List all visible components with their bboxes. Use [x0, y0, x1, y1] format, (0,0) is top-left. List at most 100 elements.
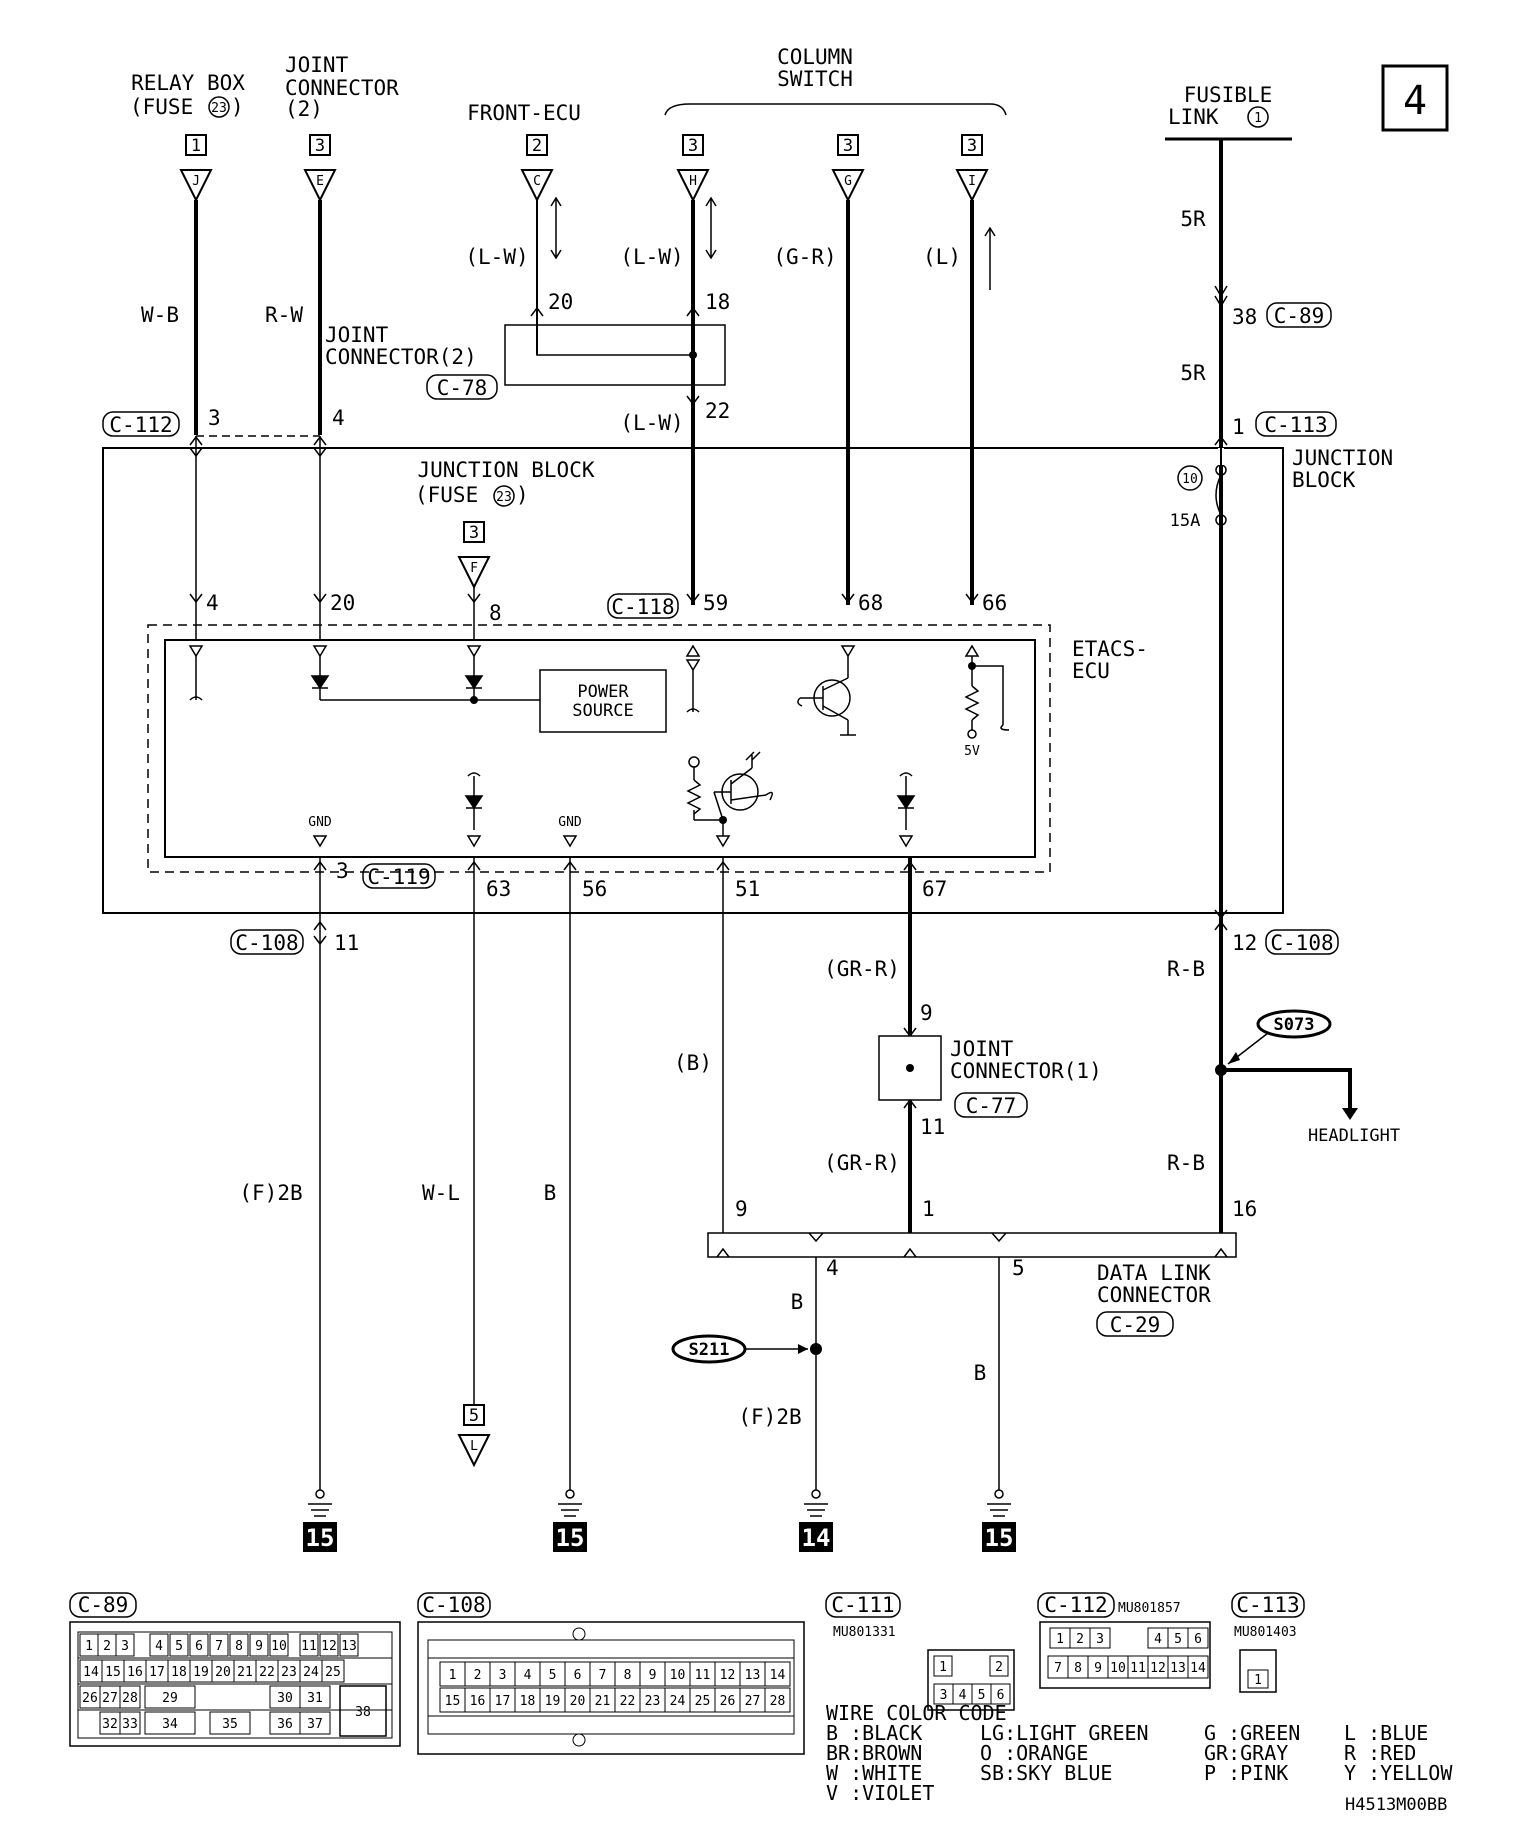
c89-pin: 33	[122, 1717, 138, 1732]
c89-pin: 24	[303, 1665, 319, 1680]
c112-pin: 13	[1170, 1661, 1186, 1676]
svg-text:5: 5	[469, 1406, 479, 1426]
c89-pin: 8	[235, 1639, 243, 1654]
c108-pin: 28	[770, 1694, 786, 1709]
wire-label-f-2b-2: (F)2B	[738, 1405, 801, 1429]
c108-pin: 10	[670, 1668, 686, 1683]
svg-text:R :RED: R :RED	[1344, 1741, 1416, 1765]
pin-56: 56	[582, 877, 607, 901]
connector-c-118: C-118	[611, 595, 674, 619]
c89-pin: 32	[102, 1717, 118, 1732]
svg-text:1: 1	[191, 136, 201, 156]
pin-16-dlc: 16	[1232, 1197, 1257, 1221]
pin-51: 51	[735, 877, 760, 901]
source-terminal-H: 3 H	[676, 134, 710, 203]
c112-pin: 4	[1154, 1632, 1162, 1647]
pin-66: 66	[982, 591, 1007, 615]
c89-pin: 19	[193, 1665, 209, 1680]
wire-label-l-w-3: (L-W)	[620, 411, 683, 435]
pin-11-joint: 11	[920, 1115, 945, 1139]
c108-pin: 2	[474, 1668, 482, 1683]
junction-block-outline	[102, 447, 1284, 914]
c112-title: C-112	[1044, 1593, 1107, 1617]
pin-20-etacs: 20	[330, 591, 355, 615]
pin-63: 63	[486, 877, 511, 901]
svg-text:J: J	[192, 174, 200, 189]
source-terminal-I: 3 I	[955, 134, 989, 203]
connector-c-108-left: C-108	[235, 931, 298, 955]
c111-pin: 6	[997, 1688, 1005, 1703]
c112-pin: 1	[1056, 1632, 1064, 1647]
source-terminal-E: 3 E	[303, 134, 337, 203]
svg-text:LG:LIGHT GREEN: LG:LIGHT GREEN	[980, 1721, 1149, 1745]
wire-label-l: (L)	[923, 245, 961, 269]
source-terminal-F: 3 F	[457, 521, 491, 590]
connector-c-108-right: C-108	[1270, 931, 1333, 955]
connector-c-119: C-119	[367, 865, 430, 889]
c112-pin: 10	[1110, 1661, 1126, 1676]
c89-pin: 25	[325, 1665, 341, 1680]
c108-pin: 24	[670, 1694, 686, 1709]
c108-pin: 11	[695, 1668, 711, 1683]
svg-text:G: G	[844, 174, 852, 189]
c111-part-number: MU801331	[833, 1625, 896, 1640]
svg-text:15: 15	[306, 1524, 335, 1552]
wire-label-gr-r-1: (GR-R)	[824, 957, 900, 981]
c89-pin: 2	[103, 1639, 111, 1654]
c108-pin: 27	[745, 1694, 761, 1709]
c108-pin: 7	[599, 1668, 607, 1683]
c112-pin: 7	[1054, 1661, 1062, 1676]
c89-pin: 20	[215, 1665, 231, 1680]
c108-pin: 8	[624, 1668, 632, 1683]
svg-text:B :BLACK: B :BLACK	[826, 1721, 922, 1745]
c89-pin: 37	[307, 1717, 323, 1732]
svg-text:38: 38	[355, 1705, 371, 1720]
connector-c-113: C-113	[1264, 413, 1327, 437]
svg-text:GR:GRAY: GR:GRAY	[1204, 1741, 1288, 1765]
svg-text:E: E	[316, 174, 324, 189]
c108-pin: 14	[770, 1668, 786, 1683]
fuse-symbol	[1215, 448, 1227, 526]
wire-color-code: WIRE COLOR CODE B :BLACK BR:BROWN W :WHI…	[826, 1701, 1453, 1805]
c89-pin: 23	[281, 1665, 297, 1680]
svg-text:3: 3	[469, 523, 479, 543]
c113-title: C-113	[1236, 1593, 1299, 1617]
headlight-label: HEADLIGHT	[1308, 1126, 1400, 1146]
c108-pin: 20	[570, 1694, 586, 1709]
c108-pin: 18	[520, 1694, 536, 1709]
etacs-ecu-label1: ETACS-	[1072, 637, 1148, 661]
c89-pin: 7	[215, 1639, 223, 1654]
svg-text:15: 15	[985, 1524, 1014, 1552]
ground-ref-15-a: 15	[303, 1522, 337, 1552]
c89-pin: 18	[171, 1665, 187, 1680]
c111-pin: 4	[959, 1688, 967, 1703]
junction-block-right-label1: JUNCTION	[1292, 446, 1393, 470]
c112-part-number: MU801857	[1118, 1601, 1181, 1616]
c89-title: C-89	[78, 1593, 129, 1617]
wire-label-l-w-1: (L-W)	[465, 245, 528, 269]
svg-text:F: F	[470, 561, 478, 576]
c108-pin: 16	[470, 1694, 486, 1709]
c113-connector-face: 1	[1239, 1649, 1277, 1693]
pin-4-etacs: 4	[206, 591, 219, 615]
relay-box-paren: )	[231, 95, 244, 119]
joint-connector-2-label2: CONNECTOR(2)	[325, 345, 477, 369]
joint-connector-top-label1: JOINT	[285, 53, 349, 77]
c112-pin: 3	[1096, 1632, 1104, 1647]
pin-59: 59	[703, 591, 728, 615]
c89-pin: 16	[127, 1665, 143, 1680]
etacs-ecu-box	[164, 639, 1036, 858]
wire-label-b-paren: (B)	[674, 1051, 712, 1075]
gnd-label-1: GND	[308, 815, 332, 830]
ground-ref-15-c: 15	[982, 1522, 1016, 1552]
pin-4-dlc: 4	[826, 1256, 839, 1280]
junction-block-fuse-number: 23	[496, 490, 512, 505]
joint-connector-1-label1: JOINT	[950, 1037, 1014, 1061]
c108-pin: 26	[720, 1694, 736, 1709]
joint-connector-top-label2: CONNECTOR	[285, 76, 399, 100]
joint-connector-2-label1: JOINT	[325, 323, 389, 347]
c108-pin: 4	[524, 1668, 532, 1683]
relay-box-label: RELAY BOX	[131, 71, 245, 95]
pin-12-c108: 12	[1232, 931, 1257, 955]
c89-pin: 17	[149, 1665, 165, 1680]
